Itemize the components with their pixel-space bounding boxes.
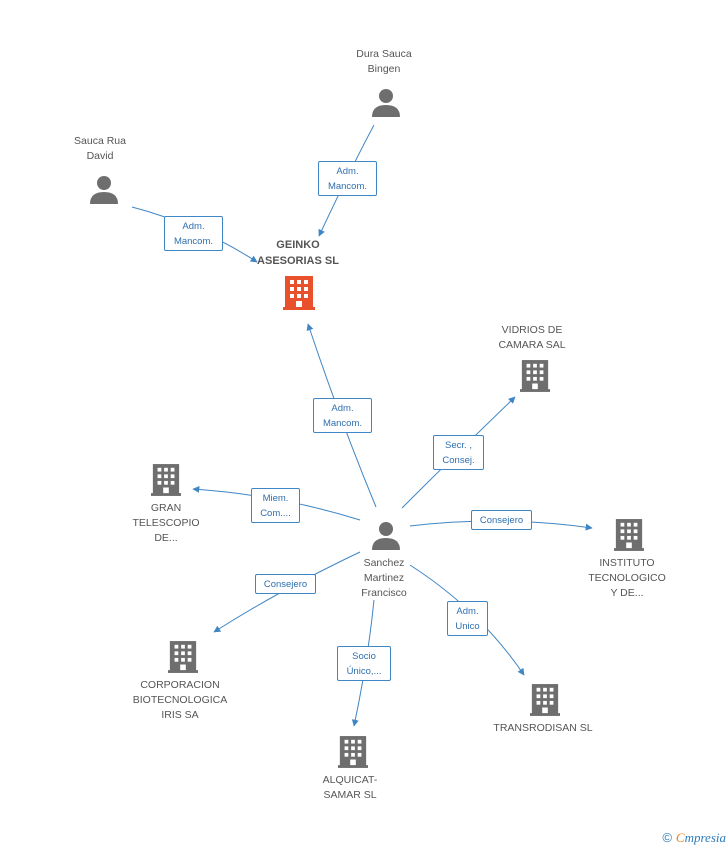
edge-label-sanchez-to-vidrios[interactable]: Secr. , Consej. — [433, 435, 484, 470]
edge-label-sauca-to-main[interactable]: Adm. Mancom. — [164, 216, 223, 251]
building-icon[interactable] — [168, 640, 198, 679]
person-label-sanchez: Sanchez Martinez Francisco — [361, 557, 407, 599]
edge-label-sanchez-to-main[interactable]: Adm. Mancom. — [313, 398, 372, 433]
building-icon[interactable] — [520, 359, 550, 398]
main-company-label: GEINKO ASESORIAS SL — [257, 239, 339, 267]
person-label-sauca-rua: Sauca Rua David — [74, 135, 126, 162]
company-label-alquicat: ALQUICAT- SAMAR SL — [322, 774, 378, 801]
company-label-corporacion: CORPORACION BIOTECNOLOGICA IRIS SA — [132, 679, 228, 721]
person-icon[interactable] — [89, 174, 119, 209]
edge-label-sanchez-to-alquicat[interactable]: Socio Único,... — [337, 646, 391, 681]
building-icon[interactable] — [283, 276, 315, 315]
footer-brand: ©Cmpresia — [662, 830, 726, 846]
person-label-dura-sauca: Dura Sauca Bingen — [356, 48, 412, 75]
building-icon[interactable] — [338, 735, 368, 774]
edge-label-sanchez-to-gran[interactable]: Miem. Com.... — [251, 488, 300, 523]
building-icon[interactable] — [151, 463, 181, 502]
building-icon[interactable] — [614, 518, 644, 557]
person-icon[interactable] — [371, 87, 401, 122]
building-icon[interactable] — [530, 683, 560, 722]
edge-label-sanchez-to-corporacion[interactable]: Consejero — [255, 574, 316, 594]
edge-label-sanchez-to-instituto[interactable]: Consejero — [471, 510, 532, 530]
company-label-gran-telescopio: GRAN TELESCOPIO DE... — [132, 502, 200, 544]
edge-label-dura-to-main[interactable]: Adm. Mancom. — [318, 161, 377, 196]
brand-logo: Cmpresia — [675, 830, 726, 845]
edge-label-sanchez-to-transrodisan[interactable]: Adm. Unico — [447, 601, 488, 636]
company-label-vidrios: VIDRIOS DE CAMARA SAL — [498, 324, 566, 351]
company-label-instituto: INSTITUTO TECNOLOGICO Y DE... — [588, 557, 666, 599]
copyright-icon: © — [662, 830, 672, 845]
company-label-transrodisan: TRANSRODISAN SL — [493, 722, 593, 734]
person-icon[interactable] — [371, 520, 401, 555]
